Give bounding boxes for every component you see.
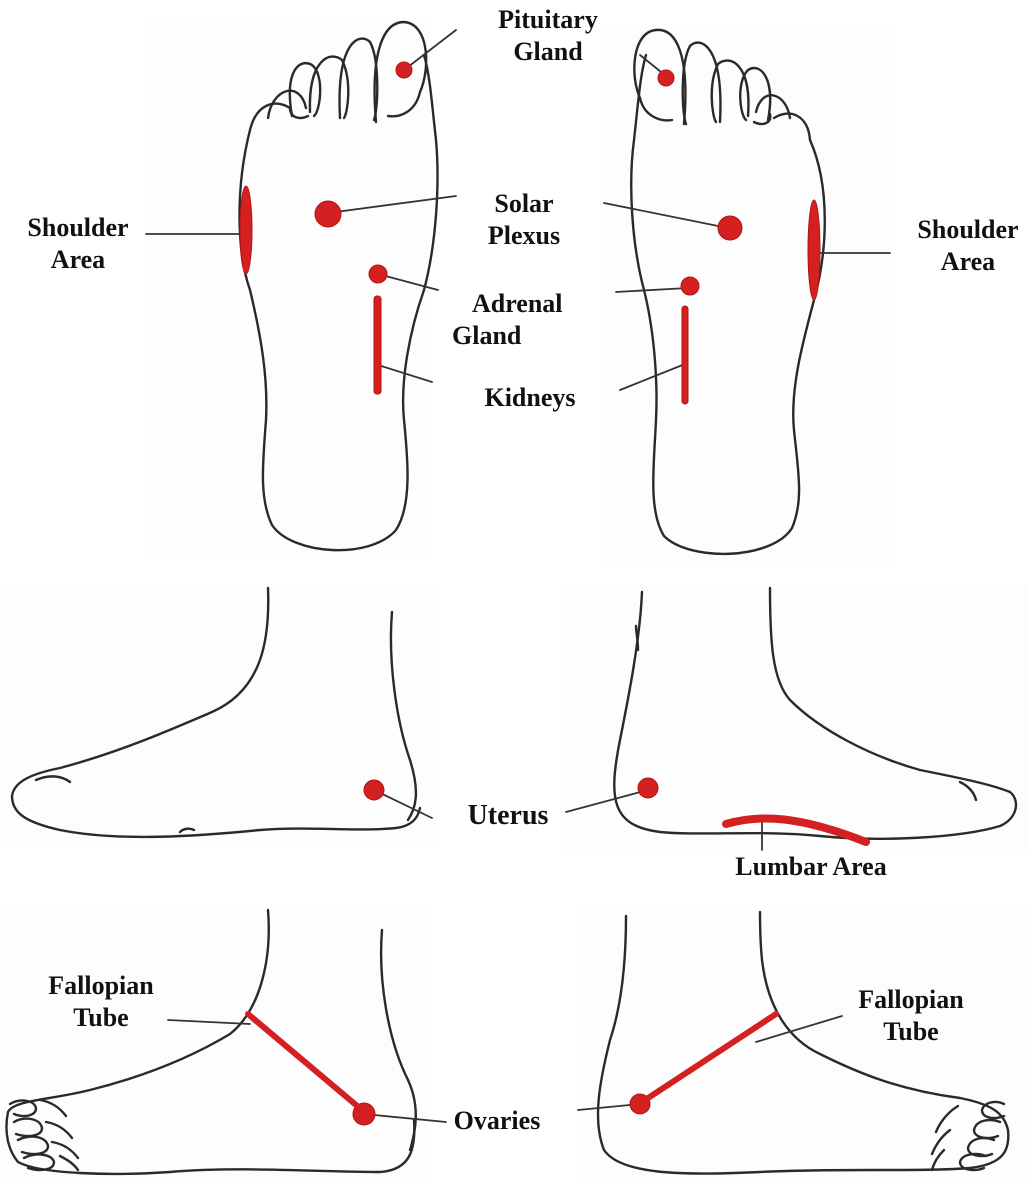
marker-uterus-left xyxy=(364,780,384,800)
inner-left-foot-outline xyxy=(12,588,420,837)
label-uterus: Uterus xyxy=(452,800,564,832)
marker-solar-left xyxy=(315,201,341,227)
label-adrenal-gland: Adrenal Gland xyxy=(452,288,578,352)
marker-pituitary-right xyxy=(658,70,674,86)
left-toe-details xyxy=(10,1100,78,1170)
marker-kidneys-left xyxy=(374,296,381,394)
label-solar-plexus: Solar Plexus xyxy=(472,188,576,252)
leader-solar-right xyxy=(604,203,728,228)
marker-fallopian-left xyxy=(248,1014,362,1110)
label-pituitary-gland: Pituitary Gland xyxy=(486,4,610,68)
marker-adrenal-left xyxy=(369,265,387,283)
leader-uterus-right xyxy=(566,790,648,812)
label-fallopian-tube-left: Fallopian Tube xyxy=(32,970,170,1034)
marker-adrenal-right xyxy=(681,277,699,295)
right-toe-details xyxy=(932,1102,1004,1170)
marker-kidneys-right xyxy=(682,306,688,404)
leader-kidneys-right xyxy=(620,364,685,390)
leader-adrenal-right xyxy=(616,288,688,292)
marker-solar-right xyxy=(718,216,742,240)
marker-pituitary-left xyxy=(396,62,412,78)
label-fallopian-tube-right: Fallopian Tube xyxy=(842,984,980,1048)
leader-pituitary-left xyxy=(404,30,456,70)
label-shoulder-area-right: Shoulder Area xyxy=(906,214,1030,278)
marker-uterus-right xyxy=(638,778,658,798)
label-kidneys: Kidneys xyxy=(470,382,590,414)
label-shoulder-area-left: Shoulder Area xyxy=(16,212,140,276)
label-ovaries: Ovaries xyxy=(440,1105,554,1137)
marker-shoulder-left xyxy=(240,186,252,274)
left-sole-outline xyxy=(240,22,438,550)
right-sole-outline xyxy=(631,30,825,554)
marker-shoulder-right xyxy=(808,200,820,300)
outer-left-foot-outline xyxy=(6,910,415,1174)
inner-right-foot-outline xyxy=(614,588,1016,839)
leader-ovaries-left xyxy=(364,1114,446,1122)
label-lumbar-area: Lumbar Area xyxy=(714,851,908,883)
marker-fallopian-right xyxy=(642,1014,776,1102)
leader-fallopian-left xyxy=(168,1020,250,1024)
marker-lumbar xyxy=(726,818,866,842)
